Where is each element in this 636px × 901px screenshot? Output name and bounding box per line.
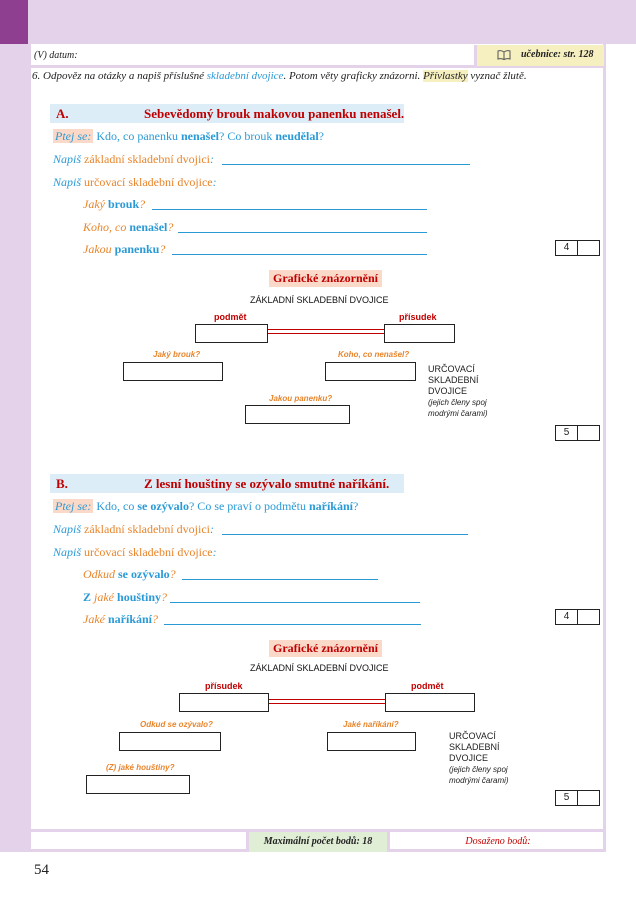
section-b-graph-caps: ZÁKLADNÍ SKLADEBNÍ DVOJICE bbox=[250, 663, 389, 673]
section-b-points-box-1[interactable]: 4 bbox=[555, 609, 600, 625]
section-a-q2: Koho, co nenašel? bbox=[83, 220, 174, 234]
section-a-q1: Jaký brouk? bbox=[83, 197, 146, 211]
section-a-det-prompt: Napiš určovací skladební dvojice: bbox=[53, 175, 217, 189]
section-a-det-bottom-box[interactable] bbox=[245, 405, 350, 424]
section-b-predicate-label: přísudek bbox=[205, 681, 243, 691]
section-a-basic-link bbox=[268, 329, 384, 334]
date-label: (V) datum: bbox=[34, 50, 78, 61]
section-b-q2-line[interactable] bbox=[170, 602, 420, 603]
section-b-basic-link bbox=[269, 699, 385, 704]
section-b-points-box-2[interactable]: 5 bbox=[555, 790, 600, 806]
section-b-letter: B. bbox=[56, 476, 68, 491]
section-b-det-left-box[interactable] bbox=[119, 732, 221, 751]
section-a-det-bottom-label: Jakou panenku? bbox=[269, 394, 333, 403]
section-b-det-bottom-box[interactable] bbox=[86, 775, 190, 794]
section-a-subject-label: podmět bbox=[214, 312, 247, 322]
section-a-det-left-box[interactable] bbox=[123, 362, 223, 381]
textbook-reference: učebnice: str. 128 bbox=[521, 49, 594, 60]
section-a-points-box-2[interactable]: 5 bbox=[555, 425, 600, 441]
date-row bbox=[28, 44, 606, 68]
footer-left-cell bbox=[28, 832, 246, 852]
section-a-det-left-label: Jaký brouk? bbox=[153, 350, 201, 359]
section-a-q3: Jakou panenku? bbox=[83, 242, 166, 256]
book-icon bbox=[497, 50, 511, 60]
section-a-letter: A. bbox=[56, 106, 69, 121]
section-b-q2: Z jaké houštiny? bbox=[83, 590, 168, 604]
section-a-points-box-1[interactable]: 4 bbox=[555, 240, 600, 256]
section-a-header bbox=[50, 104, 404, 123]
section-b-det-right-box[interactable] bbox=[327, 732, 416, 751]
footer-achieved-points[interactable]: Dosaženo bodů: bbox=[465, 836, 531, 847]
section-b-q1: Odkud se ozývalo? bbox=[83, 567, 176, 581]
section-b-basic-prompt: Napiš základní skladební dvojici: bbox=[53, 522, 214, 536]
section-b-subject-label: podmět bbox=[411, 681, 444, 691]
section-a-q3-line[interactable] bbox=[172, 254, 427, 255]
section-b-det-right-label: Jaké naříkání? bbox=[343, 720, 399, 729]
section-b-sentence: Z lesní houštiny se ozývalo smutné nařík… bbox=[144, 476, 390, 491]
section-a-basic-answer-line[interactable] bbox=[222, 164, 470, 165]
section-b-q3-line[interactable] bbox=[164, 624, 421, 625]
section-b-header bbox=[50, 474, 404, 493]
section-b-q1-line[interactable] bbox=[182, 579, 378, 580]
section-b-q3: Jaké naříkání? bbox=[83, 612, 158, 626]
section-a-graph-title: Grafické znázornění bbox=[269, 270, 382, 287]
section-a-q2-line[interactable] bbox=[178, 232, 427, 233]
section-b-ask: Ptej se: Kdo, co se ozývalo? Co se praví… bbox=[53, 499, 359, 513]
section-a-ask: Ptej se: Kdo, co panenku nenašel? Co bro… bbox=[53, 129, 324, 143]
corner-block bbox=[0, 0, 28, 44]
footer-max-points: Maximální počet bodů: 18 bbox=[246, 832, 390, 852]
section-b-subject-box[interactable] bbox=[385, 693, 475, 712]
textbook-reference-box bbox=[474, 45, 604, 66]
section-a-predicate-box[interactable] bbox=[384, 324, 455, 343]
section-b-basic-answer-line[interactable] bbox=[222, 534, 468, 535]
section-a-graph-caps: ZÁKLADNÍ SKLADEBNÍ DVOJICE bbox=[250, 295, 389, 305]
section-a-predicate-label: přísudek bbox=[399, 312, 437, 322]
page-number: 54 bbox=[34, 862, 49, 878]
section-a-subject-box[interactable] bbox=[195, 324, 268, 343]
section-b-det-bottom-label: (Z) jaké houštiny? bbox=[106, 763, 175, 772]
footer-bar: Maximální počet bodů: 18 Dosaženo bodů: bbox=[28, 829, 606, 852]
left-strip bbox=[0, 44, 28, 852]
section-a-sentence: Sebevědomý brouk makovou panenku nenašel… bbox=[144, 106, 405, 121]
section-a-basic-prompt: Napiš základní skladební dvojici: bbox=[53, 152, 214, 166]
section-a-det-right-label: Koho, co nenašel? bbox=[338, 350, 410, 359]
task-instruction: 6. Odpověz na otázky a napiš příslušné s… bbox=[32, 70, 527, 82]
section-b-predicate-box[interactable] bbox=[179, 693, 269, 712]
top-band bbox=[0, 0, 636, 44]
section-b-det-left-label: Odkud se ozývalo? bbox=[140, 720, 213, 729]
section-a-det-right-box[interactable] bbox=[325, 362, 416, 381]
section-b-graph-title: Grafické znázornění bbox=[269, 640, 382, 657]
section-b-det-prompt: Napiš určovací skladební dvojice: bbox=[53, 545, 217, 559]
section-a-q1-line[interactable] bbox=[152, 209, 427, 210]
